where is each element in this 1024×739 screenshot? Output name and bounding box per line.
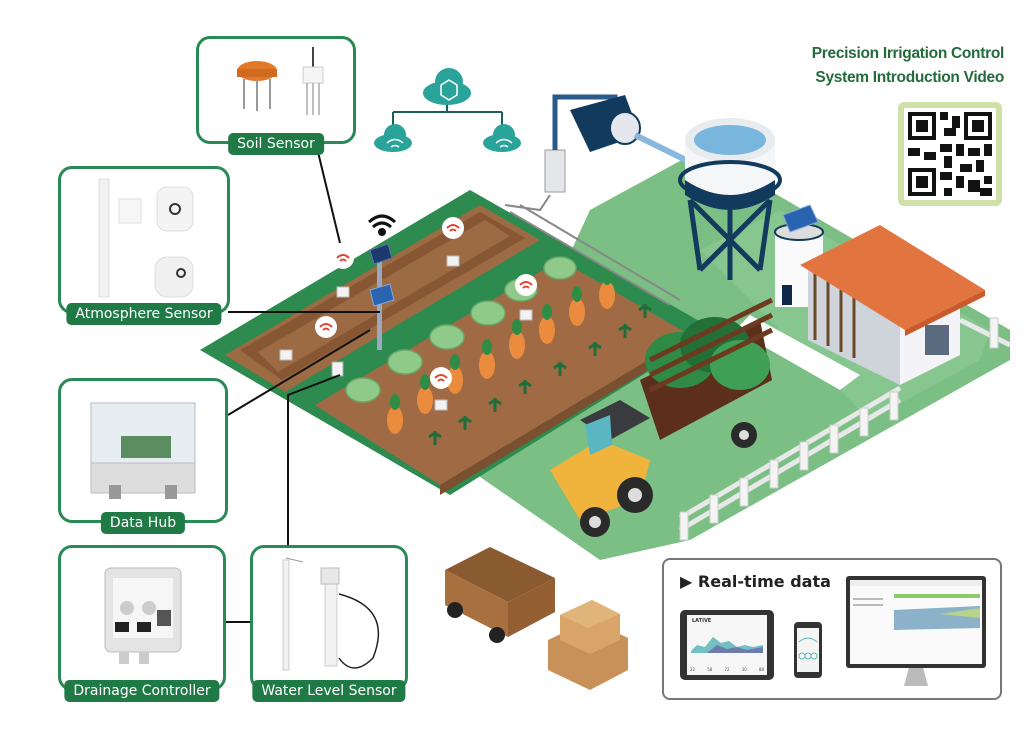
monitor-device	[846, 576, 986, 668]
cloud-network	[374, 68, 521, 152]
device-card-drainage-controller[interactable]: Drainage Controller	[58, 545, 226, 702]
field-sensor-nodes	[279, 217, 537, 411]
tablet-values: 22 58 72 30 88	[690, 667, 764, 672]
device-label: Soil Sensor	[228, 133, 324, 155]
device-label: Drainage Controller	[64, 680, 220, 702]
phone-dashboard	[798, 637, 818, 660]
fence-posts	[679, 317, 999, 541]
carrots	[387, 269, 615, 434]
phone-device	[794, 622, 822, 678]
video-title-line1: Precision Irrigation Control	[811, 45, 1005, 62]
tablet-area-chart	[691, 637, 763, 653]
realtime-title: ▶ Real-time data	[680, 572, 831, 591]
soil-sensor-icon	[237, 47, 324, 115]
device-label: Data Hub	[100, 512, 186, 534]
monitor-stand	[904, 668, 928, 686]
barn	[800, 225, 985, 385]
tablet-value: 72	[724, 667, 730, 672]
tablet-device: LATIVE 22 58 72 30 88	[680, 610, 774, 680]
drainage-valve-node	[331, 361, 344, 377]
tractor	[550, 297, 774, 537]
cube-icon	[440, 79, 458, 101]
video-title: Precision Irrigation Control System Intr…	[811, 42, 1005, 90]
wooden-wagon	[445, 547, 555, 643]
qr-code-icon	[904, 108, 996, 200]
device-card-soil-sensor[interactable]: Soil Sensor	[196, 36, 356, 155]
tablet-value: 22	[690, 667, 696, 672]
device-card-atmosphere-sensor[interactable]: Atmosphere Sensor	[58, 166, 230, 325]
gateway-box-icon	[90, 402, 196, 499]
tablet-value: 88	[758, 667, 764, 672]
video-title-line2: System Introduction Video	[815, 69, 1004, 86]
water-pump	[544, 94, 692, 193]
irrigation-pipes	[504, 194, 681, 306]
solar-sensor-pole	[369, 243, 395, 350]
seedlings	[428, 304, 652, 445]
device-label: Water Level Sensor	[252, 680, 406, 702]
gateway-wifi-icon	[367, 214, 397, 236]
play-icon: ▶	[680, 572, 693, 591]
device-card-data-hub[interactable]: Data Hub	[58, 378, 228, 534]
tablet-screen: LATIVE 22 58 72 30 88	[687, 615, 767, 675]
water-tower	[678, 118, 782, 280]
phone-screen	[797, 628, 819, 672]
qr-code[interactable]	[898, 102, 1002, 206]
tablet-heading: LATIVE	[692, 618, 712, 624]
cardboard-boxes	[548, 600, 628, 690]
cloud-wifi-icon	[386, 138, 513, 148]
controller-box-icon	[104, 567, 182, 664]
water-level-probe-icon	[282, 557, 380, 671]
monitor-screen	[850, 580, 982, 664]
realtime-data-panel[interactable]: ▶ Real-time data LATIVE 22 58 72 30 88	[662, 558, 1002, 700]
tablet-value: 58	[707, 667, 713, 672]
device-card-water-level-sensor[interactable]: Water Level Sensor	[250, 545, 408, 702]
realtime-title-text: Real-time data	[697, 572, 831, 591]
connector-lines	[224, 151, 380, 623]
tablet-value: 30	[741, 667, 747, 672]
device-label: Atmosphere Sensor	[66, 303, 222, 325]
weather-station-icon	[98, 178, 194, 298]
monitor-dashboard	[850, 580, 982, 630]
